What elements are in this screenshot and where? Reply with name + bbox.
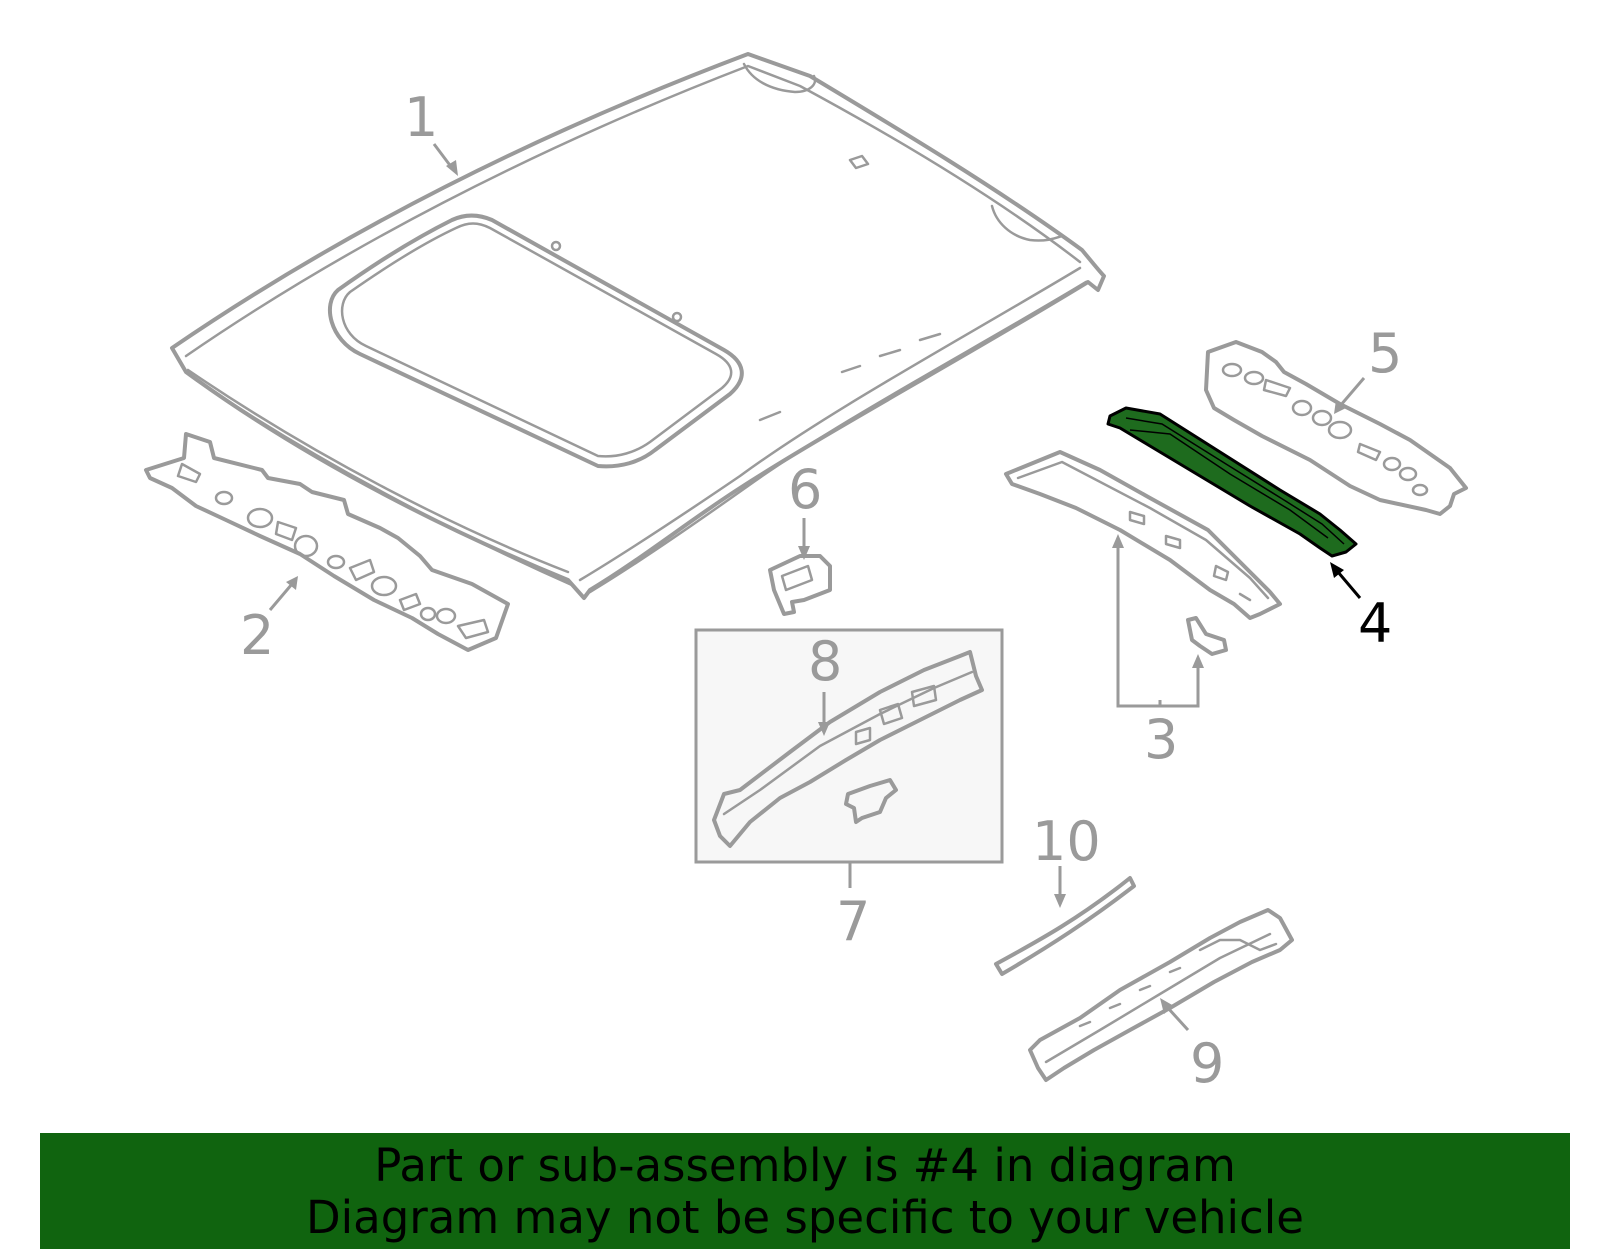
callout-6: 6: [788, 458, 822, 560]
callout-7: 7: [836, 862, 870, 953]
part-2-front-roof-rail[interactable]: [144, 432, 510, 652]
callout-label-5: 5: [1368, 322, 1402, 385]
banner-part-note: Part or sub-assembly is #4 in diagram: [374, 1139, 1236, 1192]
callout-4: 4: [1330, 562, 1392, 655]
banner-disclaimer: Diagram may not be specific to your vehi…: [306, 1191, 1304, 1244]
inset-box-7: [694, 628, 1004, 864]
part-1-roof-panel[interactable]: [170, 52, 1106, 600]
callout-label-1: 1: [404, 86, 438, 149]
part-3-roof-bow[interactable]: [1004, 450, 1282, 656]
callout-10: 10: [1032, 810, 1101, 908]
callout-label-7: 7: [836, 890, 870, 953]
callout-label-8: 8: [808, 630, 842, 693]
callout-label-4: 4: [1358, 592, 1392, 655]
part-8-side-rail-inner[interactable]: [712, 650, 984, 848]
callout-2: 2: [240, 576, 298, 667]
callout-label-10: 10: [1032, 810, 1101, 873]
part-6-bracket[interactable]: [768, 554, 832, 616]
callout-5: 5: [1334, 322, 1402, 414]
callout-8: 8: [808, 630, 842, 736]
callout-label-6: 6: [788, 458, 822, 521]
callout-1: 1: [404, 86, 458, 176]
callout-9: 9: [1160, 998, 1224, 1095]
part-4-rear-roof-bow-highlighted[interactable]: [1106, 406, 1358, 558]
part-9-side-rail-outer[interactable]: [1028, 908, 1294, 1082]
callout-label-9: 9: [1190, 1032, 1224, 1095]
part-5-rear-roof-rail[interactable]: [1204, 340, 1468, 516]
part-10-molding-strip[interactable]: [994, 876, 1136, 976]
callout-label-2: 2: [240, 604, 274, 667]
callout-label-3: 3: [1144, 708, 1178, 771]
info-banner: Part or sub-assembly is #4 in diagram Di…: [40, 1133, 1570, 1249]
callout-3: 3: [1112, 534, 1204, 771]
